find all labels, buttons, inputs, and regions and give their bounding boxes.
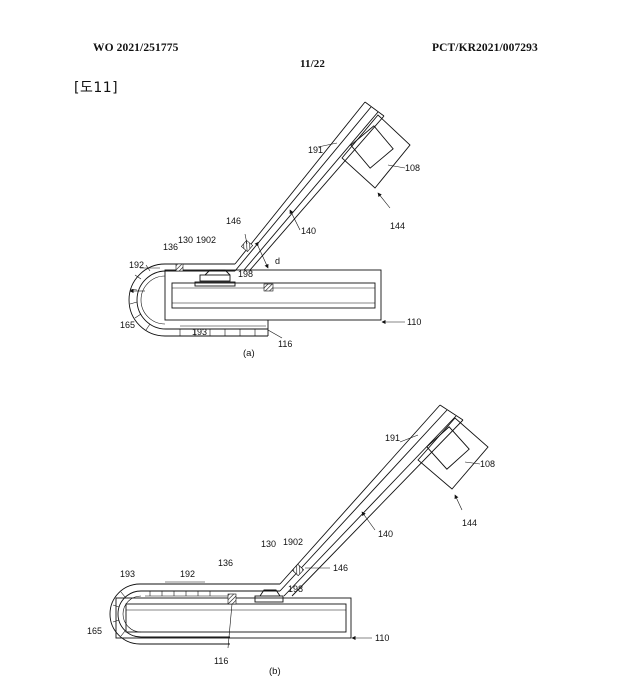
component-108-b: [426, 426, 470, 470]
base-body-110: [164, 269, 382, 321]
panel-140-outer-b: [279, 404, 441, 585]
label-1902-b: 1902: [283, 537, 303, 547]
label-192-a: 192: [129, 260, 144, 270]
label-191-b: 191: [385, 433, 400, 443]
label-165-a: 165: [120, 320, 135, 330]
magnet-136-b: [227, 593, 237, 605]
label-116-a: 116: [278, 339, 292, 349]
caption-b: (b): [269, 666, 281, 677]
magnet-116: [263, 283, 274, 292]
label-108-a: 108: [405, 163, 420, 173]
publication-number: WO 2021/251775: [93, 42, 179, 54]
label-110-b: 110: [375, 633, 389, 643]
label-116-b: 116: [214, 656, 228, 666]
hinge-bend-outer-b: [109, 583, 280, 645]
page-number: 11/22: [300, 58, 325, 70]
label-146-b: 146: [333, 563, 348, 573]
label-140-b: 140: [378, 529, 393, 539]
module-144-b: [417, 417, 489, 490]
label-198-a: 198: [238, 269, 253, 279]
label-130-b: 130: [261, 539, 276, 549]
label-1902-a: 1902: [196, 235, 216, 245]
label-110-a: 110: [407, 317, 421, 327]
label-191-a: 191: [308, 145, 323, 155]
label-198-b: 198: [288, 584, 303, 594]
label-136-a: 136: [163, 242, 178, 252]
label-193-a: 193: [192, 327, 207, 337]
element-198-b: [254, 595, 284, 603]
label-165-b: 165: [87, 626, 102, 636]
figure-b: 191 108 144 140 130 1902 146 193 192 136…: [87, 404, 495, 677]
label-193-b: 193: [120, 569, 135, 579]
label-146-a: 146: [226, 216, 241, 226]
label-144-b: 144: [462, 518, 477, 528]
application-number: PCT/KR2021/007293: [432, 42, 538, 54]
label-192-b: 192: [180, 569, 195, 579]
base-inner-panel: [171, 282, 376, 309]
label-144-a: 144: [390, 221, 405, 231]
label-d-a: d: [275, 256, 280, 266]
panel-140-outer: [234, 101, 366, 265]
hinge-bend-inner: [136, 270, 268, 330]
magnet-146-b: [291, 563, 305, 577]
hinge-bend-outer: [128, 263, 268, 337]
label-140-a: 140: [301, 226, 316, 236]
magnet-146: [240, 239, 254, 253]
module-144: [341, 114, 411, 189]
caption-a: (a): [243, 348, 255, 359]
label-136-b: 136: [218, 558, 233, 568]
magnet-136: [175, 263, 184, 272]
label-108-b: 108: [480, 459, 495, 469]
component-108: [350, 125, 394, 169]
figure-title: [도11]: [74, 80, 119, 96]
label-130-a: 130: [178, 235, 193, 245]
figure-a: 191 108 144 140 146 136 130 1902 192 198…: [120, 101, 421, 359]
element-198: [199, 274, 231, 282]
